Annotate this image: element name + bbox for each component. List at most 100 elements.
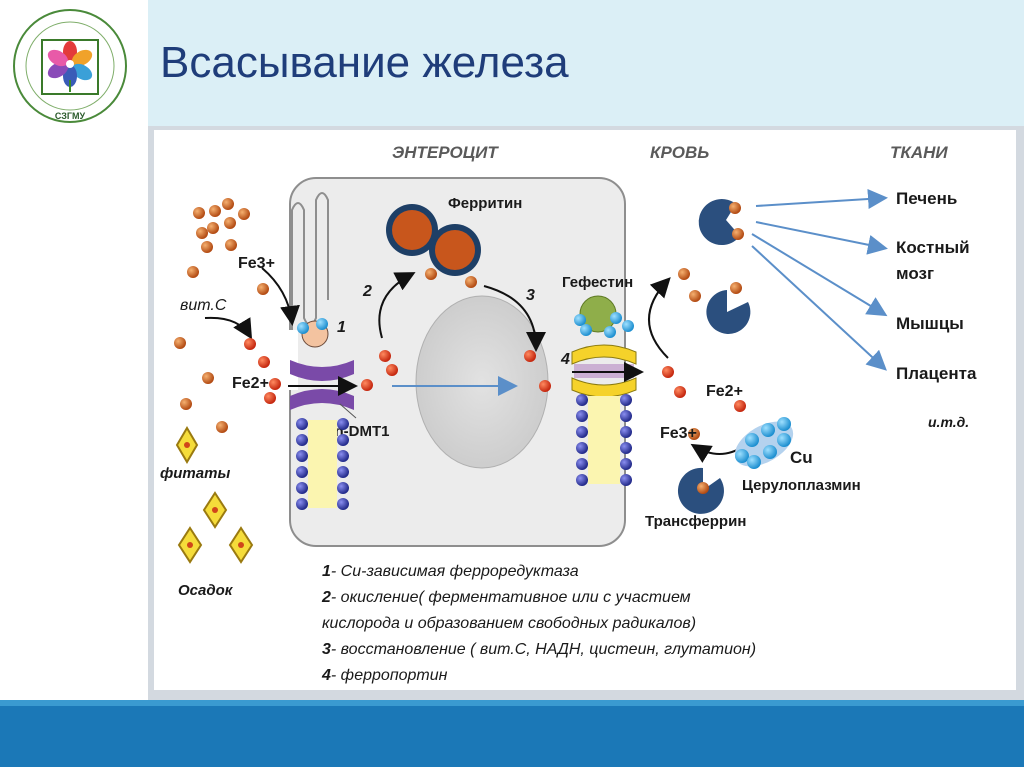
header-tissues: ТКАНИ — [890, 143, 948, 162]
slide-title: Всасывание железа — [160, 38, 569, 87]
arrow-fe3-to-reductase — [261, 267, 300, 326]
legend: 1- Cu-зависимая ферроредуктаза 2- окисле… — [321, 563, 756, 684]
cu-ion — [580, 324, 592, 336]
iron-absorption-diagram: ЭНТЕРОЦИТ КРОВЬ ТКАНИ Fe3+ вит.С — [160, 143, 977, 684]
iron-ball — [732, 228, 744, 240]
label-ferritin: Ферритин — [448, 195, 522, 212]
lipid-bead — [620, 458, 632, 470]
footer-stripe — [0, 700, 1024, 706]
footer-band — [0, 700, 1024, 767]
label-vit-c: вит.С — [180, 297, 227, 314]
ferroportin-bottom — [571, 377, 637, 398]
label-fe3-right: Fe3+ — [660, 425, 697, 442]
fe2-ion — [361, 379, 373, 391]
tissue-marrow: мозг — [896, 264, 934, 283]
lipid-bilayer-right — [576, 394, 632, 486]
fe2-ion — [734, 400, 746, 412]
lipid-bead — [296, 466, 308, 478]
fe2-ion — [386, 364, 398, 376]
fe2-ion — [539, 380, 551, 392]
lipid-tail-zone — [308, 420, 337, 508]
lipid-bead — [337, 482, 349, 494]
label-hephaestin: Гефестин — [562, 274, 633, 291]
label-cu: Cu — [790, 448, 813, 467]
label-step2: 2 — [362, 283, 372, 300]
cu-ion — [622, 320, 634, 332]
lipid-bead — [296, 498, 308, 510]
lipid-bead — [576, 410, 588, 422]
header-blood: КРОВЬ — [650, 143, 709, 162]
lipid-bead — [337, 434, 349, 446]
lipid-bead — [576, 442, 588, 454]
label-step1: 1 — [337, 319, 346, 336]
cu-ion — [604, 326, 616, 338]
ferritin-icon — [386, 204, 481, 276]
cu-ion — [316, 318, 328, 330]
logo: СЗГМУ — [13, 9, 127, 123]
lipid-tail-zone — [588, 396, 620, 484]
lipid-bead — [296, 482, 308, 494]
label-transferrin: Трансферрин — [645, 513, 746, 530]
label-ceruloplasmin: Церулоплазмин — [742, 477, 861, 494]
cu-ion — [610, 312, 622, 324]
iron-ball — [465, 276, 477, 288]
lipid-bead — [296, 434, 308, 446]
label-step4: 4 — [560, 351, 570, 368]
legend-line-2: 2- окисление( ферментативное или с участ… — [321, 589, 691, 606]
label-sediment: Осадок — [178, 582, 234, 599]
arrow-to-bone-marrow — [755, 221, 888, 255]
membrane-gap — [286, 330, 298, 390]
tissue-etc: и.т.д. — [928, 414, 969, 430]
tissue-muscle: Мышцы — [896, 314, 964, 333]
lipid-bead — [620, 442, 632, 454]
iron-ball — [688, 428, 700, 440]
nucleus — [415, 295, 549, 469]
lipid-bead — [337, 418, 349, 430]
arrow-oxidation — [648, 277, 671, 359]
legend-line-5: 4- ферропортин — [321, 667, 448, 684]
tissue-liver: Печень — [896, 189, 957, 208]
lipid-bead — [620, 394, 632, 406]
legend-line-3: кислорода и образованием свободных радик… — [322, 615, 696, 632]
phytate-crystals — [175, 426, 254, 564]
iron-ball — [730, 282, 742, 294]
cu-ion — [297, 322, 309, 334]
lipid-bead — [296, 418, 308, 430]
lipid-bead — [620, 410, 632, 422]
iron-ball — [425, 268, 437, 280]
iron-ball — [689, 290, 701, 302]
iron-ball — [729, 202, 741, 214]
iron-ball — [697, 482, 709, 494]
luminal-iron-cluster — [174, 198, 269, 433]
lipid-bead — [576, 426, 588, 438]
label-phytates: фитаты — [160, 465, 230, 482]
label-step3: 3 — [526, 287, 535, 304]
fe2-ion — [264, 392, 276, 404]
cu-ion — [574, 314, 586, 326]
lipid-bilayer-left — [296, 418, 349, 510]
logo-area: СЗГМУ — [0, 0, 148, 128]
lipid-bead — [296, 450, 308, 462]
diagram-canvas: ЭНТЕРОЦИТ КРОВЬ ТКАНИ Fe3+ вит.С — [154, 130, 1016, 690]
lipid-bead — [337, 498, 349, 510]
fe2-ion — [379, 350, 391, 362]
fe2-ion — [269, 378, 281, 390]
legend-line-4: 3- восстановление ( вит.С, НАДН, цистеин… — [322, 641, 756, 658]
ceruloplasmin-icon — [734, 417, 794, 469]
transferrin-blood — [706, 290, 751, 334]
label-fe2-right: Fe2+ — [706, 383, 743, 400]
arrow-to-muscle — [751, 233, 888, 317]
arrow-to-placenta — [751, 245, 887, 371]
legend-line-1: 1- Cu-зависимая ферроредуктаза — [322, 563, 579, 580]
flower-icon — [47, 41, 93, 92]
lipid-bead — [620, 426, 632, 438]
title-band — [148, 0, 1024, 128]
fe2-ion — [662, 366, 674, 378]
iron-ball — [678, 268, 690, 280]
lipid-bead — [576, 458, 588, 470]
label-fe2-left: Fe2+ — [232, 375, 269, 392]
lipid-bead — [620, 474, 632, 486]
header-enterocyte: ЭНТЕРОЦИТ — [392, 143, 499, 162]
fe2-ion — [524, 350, 536, 362]
lipid-bead — [337, 466, 349, 478]
